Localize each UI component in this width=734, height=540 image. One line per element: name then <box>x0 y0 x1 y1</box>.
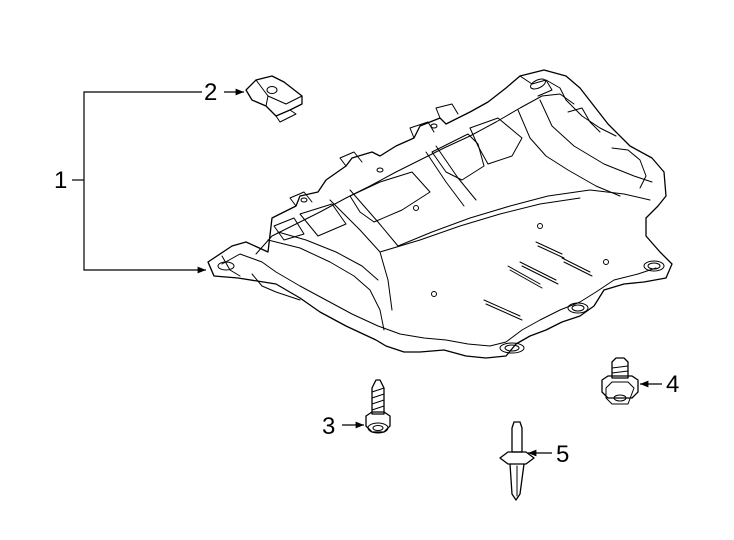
callout-1-leader <box>72 91 206 274</box>
callout-5-label: 5 <box>556 441 569 468</box>
splash-shield[interactable] <box>207 69 673 359</box>
callout-4-label: 4 <box>666 371 679 398</box>
screw[interactable] <box>365 379 391 434</box>
u-nut-clip[interactable] <box>245 75 303 123</box>
callout-1-label: 1 <box>54 167 67 194</box>
flange-bolt[interactable] <box>601 357 639 405</box>
callout-3-label: 3 <box>322 413 335 440</box>
push-rivet[interactable] <box>499 421 535 501</box>
callout-2-label: 2 <box>204 79 217 106</box>
